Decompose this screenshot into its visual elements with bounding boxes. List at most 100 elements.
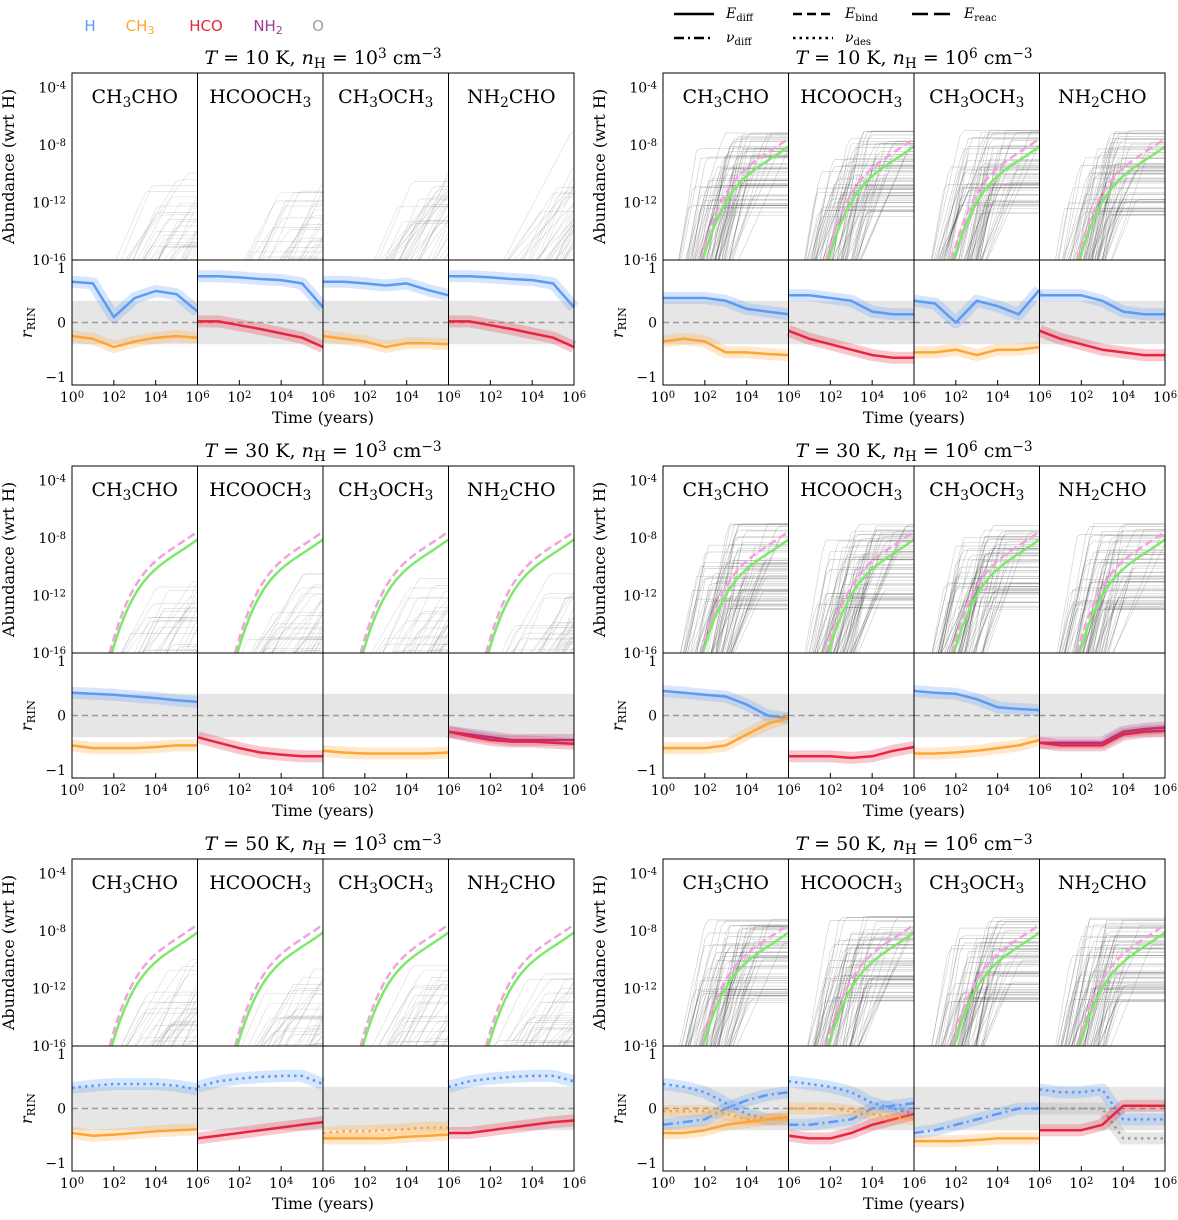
ensemble-trace [1095,986,1165,1046]
ensemble-trace [939,146,1040,260]
ensemble-trace [727,545,789,653]
rin-frame [448,652,575,779]
ensemble-trace [946,597,1040,653]
ensemble-trace [433,632,449,653]
ensemble-trace [950,153,1040,260]
ensemble-trace [711,207,789,260]
ensemble-trace [717,150,789,260]
ensemble-trace [1089,171,1165,260]
ensemble-trace [511,593,574,653]
ensemble-trace [145,234,198,260]
ensemble-trace [689,576,789,653]
ensemble-trace [701,590,789,653]
ensemble-trace [805,171,914,260]
ensemble-trace [726,156,789,260]
ensemble-trace [156,607,198,653]
ensemble-trace [684,944,789,1046]
ensemble-trace [827,194,914,260]
ensemble-trace [170,1043,198,1046]
ensemble-trace [125,1008,198,1046]
ensemble-trace [938,927,1040,1046]
ensemble-trace [261,626,323,653]
ensemble-trace [1055,208,1165,260]
ensemble-trace [823,137,914,260]
ensemble-trace [822,143,914,260]
x-tick-label: 102 [227,783,251,800]
ensemble-trace [1080,209,1165,260]
ensemble-traces [503,131,574,260]
ensemble-trace [157,241,198,260]
ensemble-trace [689,967,789,1046]
x-tick-label: 102 [818,390,842,407]
ensemble-trace [722,530,789,653]
ensemble-trace [977,930,1040,1046]
rin-ylabel: rRIN [608,1093,629,1124]
ensemble-trace [392,613,449,653]
ensemble-trace [1064,579,1165,653]
ensemble-trace [813,948,914,1046]
rin-tick-label: −1 [636,1156,657,1172]
ensemble-trace [975,148,1040,260]
ensemble-trace [721,569,789,653]
ensemble-trace [445,648,449,653]
rin-frame [448,1045,575,1172]
ensemble-trace [258,586,323,653]
diff-median-line [952,145,1040,260]
ensemble-traces [931,917,1040,1046]
molecule-label: NH2CHO [1058,479,1147,504]
ensemble-trace [931,130,1040,260]
ensemble-trace [860,151,914,260]
ensemble-trace [300,606,323,653]
y-tick-label: 10-16 [623,1039,657,1056]
ensemble-trace [536,196,574,260]
ensemble-trace [975,964,1040,1046]
ensemble-trace [855,211,914,260]
ensemble-trace [522,1026,574,1046]
ensemble-trace [958,131,1040,260]
ensemble-trace [142,596,198,653]
ensemble-trace [157,244,198,260]
ensemble-trace [729,926,789,1046]
x-tick-label: 104 [144,783,168,800]
ensemble-trace [951,531,1040,653]
ensemble-trace [857,141,914,260]
ensemble-trace [832,202,914,260]
rin-line-ch3-solid [322,749,449,755]
ensemble-trace [832,156,914,260]
ensemble-trace [963,132,1040,260]
ensemble-trace [693,171,789,260]
ensemble-trace [1065,974,1165,1046]
ensemble-trace [949,931,1040,1046]
ensemble-trace [809,187,914,260]
ensemble-trace [964,975,1040,1046]
ensemble-trace [1108,529,1165,653]
ensemble-trace [803,187,914,260]
ensemble-trace [843,529,914,653]
ensemble-trace [970,199,1040,260]
ensemble-trace [814,530,914,653]
ensemble-trace [959,536,1040,653]
legend-label-νdiff: νdiff [726,30,752,48]
ensemble-trace [522,187,574,260]
ensemble-trace [972,176,1040,260]
ensemble-trace [726,992,789,1046]
ensemble-trace [703,998,789,1046]
ensemble-trace [701,560,789,653]
ensemble-trace [246,241,323,260]
ensemble-trace [1093,978,1165,1046]
y-tick-label: 10-12 [32,588,66,605]
ensemble-trace [296,650,323,653]
ensemble-trace [393,651,449,653]
ensemble-trace [728,535,789,653]
ensemble-trace [699,544,789,653]
ensemble-trace [851,979,914,1046]
ensemble-trace [971,205,1040,260]
ensemble-trace [562,642,574,653]
ensemble-trace [1071,963,1165,1046]
ensemble-trace [1096,182,1165,260]
ensemble-trace [724,140,789,260]
ensemble-trace [1097,593,1165,653]
ensemble-trace [1102,208,1165,260]
ensemble-trace [731,132,789,260]
